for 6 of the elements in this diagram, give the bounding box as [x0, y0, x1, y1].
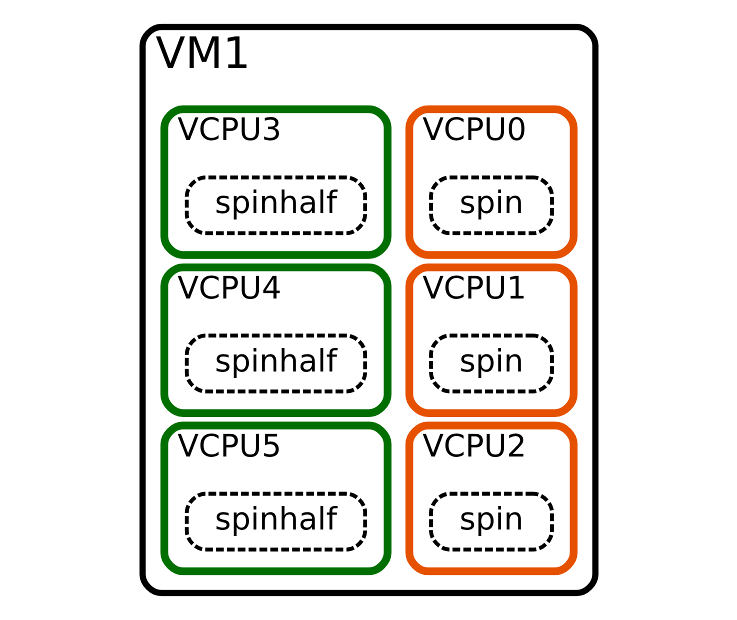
- node-box: spin: [428, 492, 554, 552]
- node-box: spinhalf: [184, 334, 367, 394]
- node-box: spin: [428, 334, 554, 394]
- node-box: spin: [428, 175, 554, 236]
- node-box: spinhalf: [184, 175, 367, 236]
- node-box: spinhalf: [184, 492, 367, 552]
